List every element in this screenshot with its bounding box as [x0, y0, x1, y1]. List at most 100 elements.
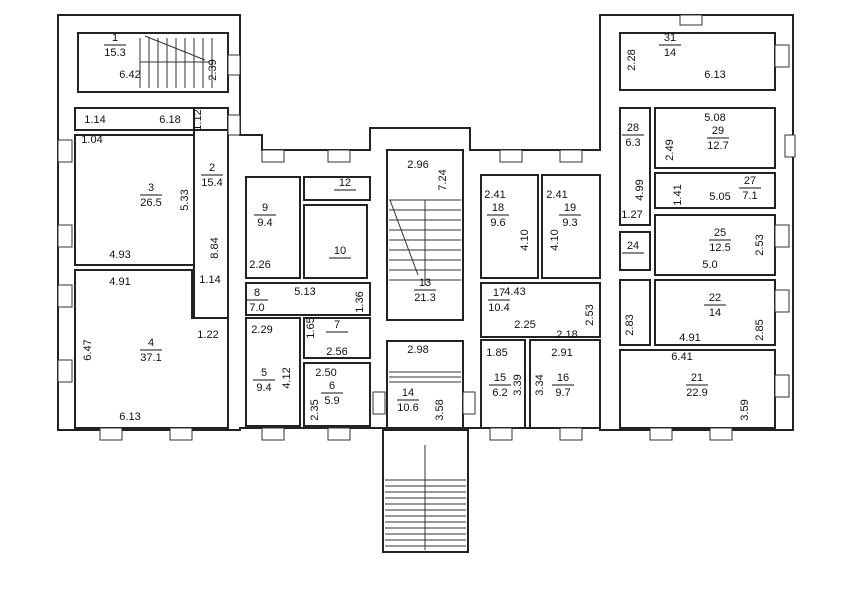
room-area: 14: [664, 47, 676, 59]
window: [261, 427, 285, 441]
room-area: 9.6: [490, 217, 505, 229]
dimension-label: 2.53: [754, 234, 766, 255]
room-number: 1: [112, 32, 118, 44]
interior-walls: [74, 32, 776, 429]
dimension-label: 1.41: [672, 184, 684, 205]
dimension-label: 2.25: [514, 319, 535, 331]
room-number: 7: [334, 319, 340, 331]
window: [489, 427, 513, 441]
dimension-label: 4.12: [281, 367, 293, 388]
dimension-label: 6.41: [671, 351, 692, 363]
room-label: 215.4: [201, 162, 223, 189]
room-wall: [303, 317, 371, 359]
room-area: 37.1: [140, 352, 161, 364]
room-area: 7.0: [249, 302, 264, 314]
dimension-label: 2.41: [484, 189, 505, 201]
dimension-label: 2.41: [546, 189, 567, 201]
dimension-label: 4.91: [109, 276, 130, 288]
entrance-stairs: [382, 429, 469, 553]
window: [227, 54, 241, 76]
dimension-label: 5.13: [294, 286, 315, 298]
window: [559, 427, 583, 441]
room-area: 22.9: [686, 387, 707, 399]
room-number: 31: [664, 32, 676, 44]
window: [774, 224, 790, 248]
room-wall: [619, 32, 776, 91]
room-number: 25: [714, 227, 726, 239]
dimension-label: 6.42: [119, 69, 140, 81]
room-wall: [541, 174, 601, 279]
room-label: 7: [326, 319, 348, 333]
dimension-label: 2.91: [551, 347, 572, 359]
room-number: 9: [262, 202, 268, 214]
room-area: 26.5: [140, 197, 161, 209]
dimension-label: 2.29: [251, 324, 272, 336]
room-area: 9.7: [555, 387, 570, 399]
window: [679, 14, 703, 26]
dimension-label: 2.18: [556, 329, 577, 341]
window: [57, 284, 73, 308]
window: [372, 391, 386, 415]
room-label: 277.1: [739, 175, 761, 202]
room-area: 21.3: [414, 292, 435, 304]
room-wall: [303, 176, 371, 201]
room-number: 24: [627, 240, 639, 252]
room-label: 87.0: [246, 287, 268, 314]
dimension-label: 3.34: [534, 374, 546, 395]
window: [774, 44, 790, 68]
dimension-label: 2.98: [407, 344, 428, 356]
dimension-label: 5.0: [702, 259, 717, 271]
dimension-label: 2.56: [326, 346, 347, 358]
room-number: 17: [493, 287, 505, 299]
room-area: 6.3: [625, 137, 640, 149]
room-label: 156.2: [489, 372, 511, 399]
room-number: 6: [329, 380, 335, 392]
room-area: 15.3: [104, 47, 125, 59]
room-area: 9.3: [562, 217, 577, 229]
room-wall: [193, 107, 229, 319]
dimension-label: 5.33: [179, 189, 191, 210]
window: [227, 114, 241, 136]
window: [784, 134, 796, 158]
dimension-label: 4.93: [109, 249, 130, 261]
room-wall: [74, 269, 229, 429]
room-number: 3: [148, 182, 154, 194]
room-number: 21: [691, 372, 703, 384]
dimension-label: 4.99: [634, 179, 646, 200]
room-number: 14: [402, 387, 414, 399]
stair-treads: [139, 35, 466, 550]
dimension-label: 3.59: [739, 399, 751, 420]
room-wall: [245, 282, 371, 316]
dimension-label: 1.22: [197, 329, 218, 341]
window: [57, 224, 73, 248]
window: [774, 374, 790, 398]
room-number: 5: [261, 367, 267, 379]
room-number: 16: [557, 372, 569, 384]
window: [57, 359, 73, 383]
dimension-label: 5.05: [709, 191, 730, 203]
room-label: 59.4: [253, 367, 275, 394]
room-area: 5.9: [324, 395, 339, 407]
room-area: 12.5: [709, 242, 730, 254]
room-number: 18: [492, 202, 504, 214]
dimension-label: 1.12: [192, 109, 204, 130]
window: [499, 149, 523, 163]
window: [649, 427, 673, 441]
room-wall: [245, 176, 301, 279]
room-label: 21 22.9: [686, 372, 708, 399]
window: [99, 427, 123, 441]
room-area: 9.4: [257, 217, 272, 229]
dimension-label: 1.14: [199, 274, 220, 286]
room-number: 29: [712, 125, 724, 137]
dimension-label: 6.13: [119, 411, 140, 423]
window: [709, 427, 733, 441]
dimension-label: 2.53: [584, 304, 596, 325]
room-wall: [619, 279, 651, 346]
dimension-label: 2.49: [664, 139, 676, 160]
room-area: 9.4: [256, 382, 271, 394]
room-label: 199.3: [559, 202, 581, 229]
